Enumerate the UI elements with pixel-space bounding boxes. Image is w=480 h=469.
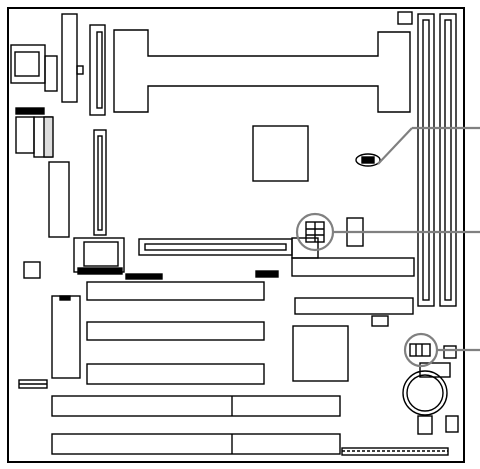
battery-inner [406,374,444,412]
vertical-connector-left [48,161,70,238]
bios-chip-notch [59,295,71,301]
callout-3 [403,332,480,368]
dimm-slot-1 [417,13,435,307]
pci-slot-top-right [291,257,415,277]
agp-slot-inner [144,243,287,251]
power-connector-inner [96,31,103,109]
dimm-slot-2 [439,13,457,307]
board-outline [7,7,465,463]
pci-slot-1 [86,281,265,301]
small-connector-left [15,107,45,115]
vertical-connector-center-inner [97,135,103,231]
small-chip-battery [445,415,459,433]
isa-slot-1 [51,395,341,417]
slot-latch [397,11,413,25]
battery-tab [417,415,433,435]
battery [402,370,448,416]
callout-2 [295,212,480,252]
jumper-oval-pins [361,156,375,164]
pci-slot-2 [86,321,265,341]
small-chip-right [371,315,389,327]
chipset-left-inner [83,241,119,267]
isa-slot-2 [51,433,341,455]
io-connector-left [44,55,58,92]
jumper-bottom-side [443,345,457,359]
vertical-connector-center [93,129,107,236]
keyboard-port-inner [14,51,40,77]
chipset-left-pin [125,273,163,280]
chipset-left-base [77,267,123,275]
small-chip-left [23,261,41,279]
dimm-slot-1-inner [422,19,430,301]
pci-slot-top-right-2 [294,297,414,315]
io-connector-top [61,13,78,103]
io-connector-tab [76,65,84,75]
chipset-south [292,325,349,382]
dimm-slot-2-inner [444,19,452,301]
pci-slot-1-header [255,270,279,278]
jumper-oval [355,153,381,167]
header-block-strip [43,116,54,158]
cpu-chip [252,125,309,182]
jumper-bottom [409,343,431,357]
callout-1 [377,126,480,165]
pci-slot-3 [86,363,265,385]
battery-clip [419,362,451,378]
power-connector [89,24,106,116]
cpu-slot [113,29,411,113]
